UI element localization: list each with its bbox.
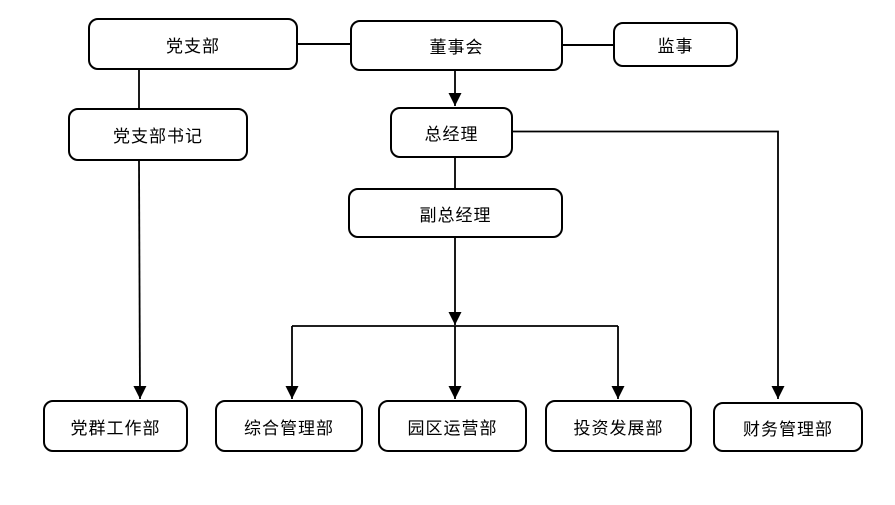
node-park-operations-dept: 园区运营部 <box>378 400 527 452</box>
node-general-manager-label: 总经理 <box>424 125 479 144</box>
node-board-of-directors: 董事会 <box>350 20 563 71</box>
node-deputy-general-manager: 副总经理 <box>348 188 563 238</box>
node-general-manager: 总经理 <box>390 107 513 158</box>
node-party-mass-work-dept-label: 党群工作部 <box>70 418 161 438</box>
node-finance-management-dept: 财务管理部 <box>713 402 863 452</box>
connector-gm-finance-management <box>513 130 785 399</box>
node-supervisors-label: 监事 <box>657 37 694 56</box>
node-party-mass-work-dept: 党群工作部 <box>43 400 188 452</box>
node-supervisors: 监事 <box>613 22 738 67</box>
connector-secretary-party-mass-dept <box>133 160 147 400</box>
node-general-management-dept-label: 综合管理部 <box>244 418 334 438</box>
node-deputy-general-manager-label: 副总经理 <box>419 205 492 225</box>
node-party-branch-secretary-label: 党支部书记 <box>113 127 203 146</box>
node-party-branch: 党支部 <box>88 18 298 70</box>
node-investment-development-dept: 投资发展部 <box>545 400 692 452</box>
node-party-branch-secretary: 党支部书记 <box>68 108 248 161</box>
node-general-management-dept: 综合管理部 <box>215 400 363 452</box>
node-park-operations-dept-label: 园区运营部 <box>407 418 498 438</box>
node-board-of-directors-label: 董事会 <box>429 38 484 57</box>
node-investment-development-dept-label: 投资发展部 <box>573 418 664 438</box>
node-party-branch-label: 党支部 <box>166 36 220 56</box>
node-finance-management-dept-label: 财务管理部 <box>743 419 833 439</box>
